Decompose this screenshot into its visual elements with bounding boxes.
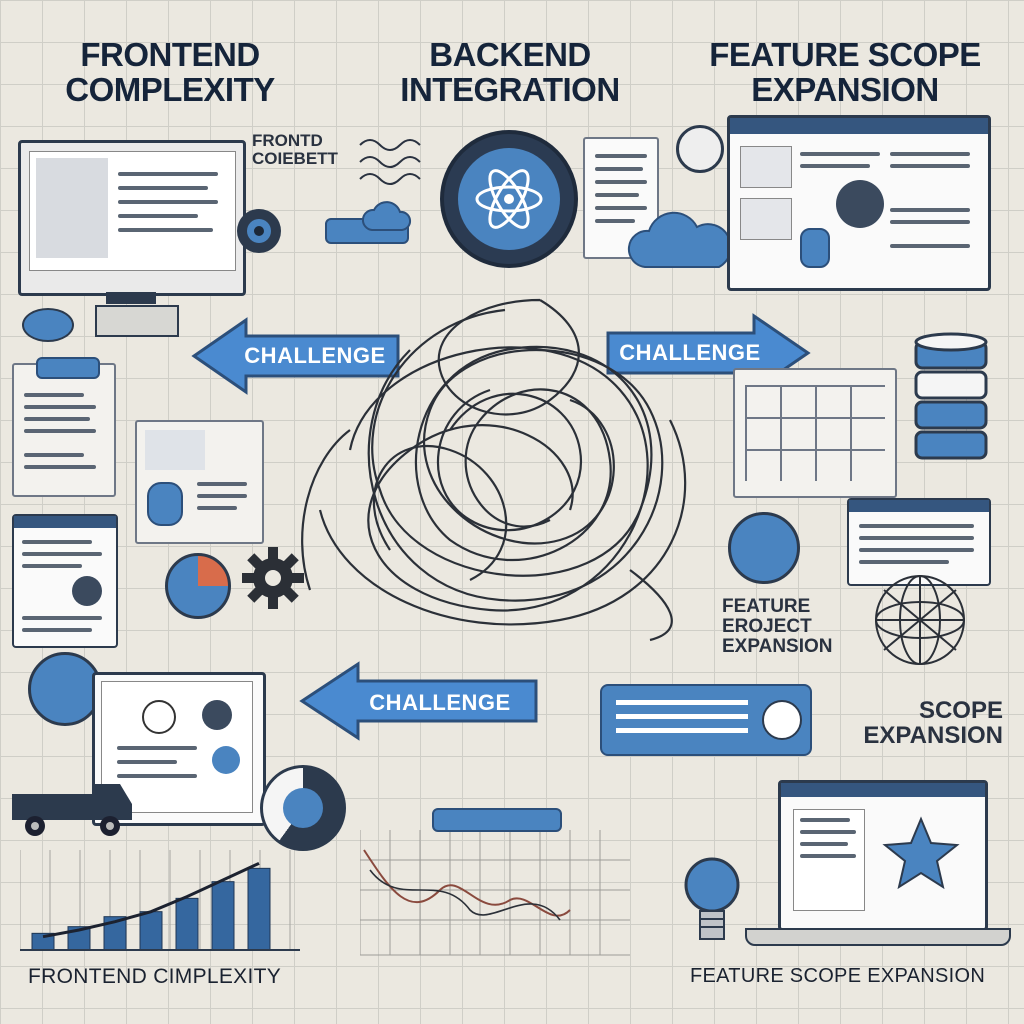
user-icon [728, 512, 800, 584]
browser-window [727, 115, 991, 291]
bar-chart [20, 850, 300, 951]
frontend-heading: FRONTEND COMPLEXITY [65, 36, 275, 108]
desktop-monitor [18, 140, 246, 304]
lightbulb-icon [684, 857, 740, 940]
image-panel [135, 420, 264, 544]
browser-window [847, 498, 991, 586]
database-icon [914, 332, 988, 460]
backend-lettering [359, 139, 421, 185]
user-icon [28, 652, 102, 726]
feature-heading: FEATURE SCOPE EXPANSION [709, 36, 981, 108]
chart-bar [139, 911, 163, 951]
challenge-label: CHALLENGE [244, 343, 386, 368]
chart-bar [247, 867, 271, 951]
footer-right: FEATURE SCOPE EXPANSION [690, 965, 986, 987]
line-chart [360, 830, 630, 956]
scope-expansion-scrawl: SCOPE EXPANSION [863, 697, 1003, 750]
feature-project-scrawl: FEATURE EROJECT EXPANSION [722, 596, 833, 657]
dial-badge [260, 765, 346, 851]
trend-line [42, 861, 260, 939]
data-grid [733, 368, 897, 498]
challenge-label: CHALLENGE [619, 340, 761, 365]
tangled-wires [301, 298, 687, 642]
pin-icon [676, 125, 724, 173]
document-panel [12, 357, 116, 497]
truck-icon [12, 784, 132, 836]
star-icon [882, 816, 960, 890]
gear-icon [242, 547, 304, 609]
laptop-screen [778, 780, 988, 931]
browser-window [12, 514, 118, 648]
globe-icon [875, 575, 965, 665]
challenge-arrow-left[interactable] [190, 316, 402, 396]
atom-icon [475, 169, 543, 229]
cloud-icon [627, 211, 732, 268]
pie-badge [165, 553, 231, 619]
backend-heading: BACKEND INTEGRATION [400, 36, 620, 108]
bottom-pill [432, 808, 562, 832]
footer-left: FRONTEND CIMPLEXITY [28, 965, 282, 988]
atom-badge [440, 130, 578, 268]
scope-card[interactable] [600, 684, 812, 756]
user-icon [22, 308, 74, 342]
challenge-arrow-bottom[interactable] [298, 660, 540, 742]
challenge-label: CHALLENGE [369, 690, 511, 715]
laptop-base [745, 928, 1011, 946]
chart-bar [175, 897, 199, 951]
frontend-scrawl: FRONTD COIEBETT [252, 131, 338, 168]
monitor-stand [95, 305, 179, 337]
gear-icon [237, 209, 281, 253]
cloud-icon [362, 201, 411, 231]
chart-bar [211, 881, 235, 951]
